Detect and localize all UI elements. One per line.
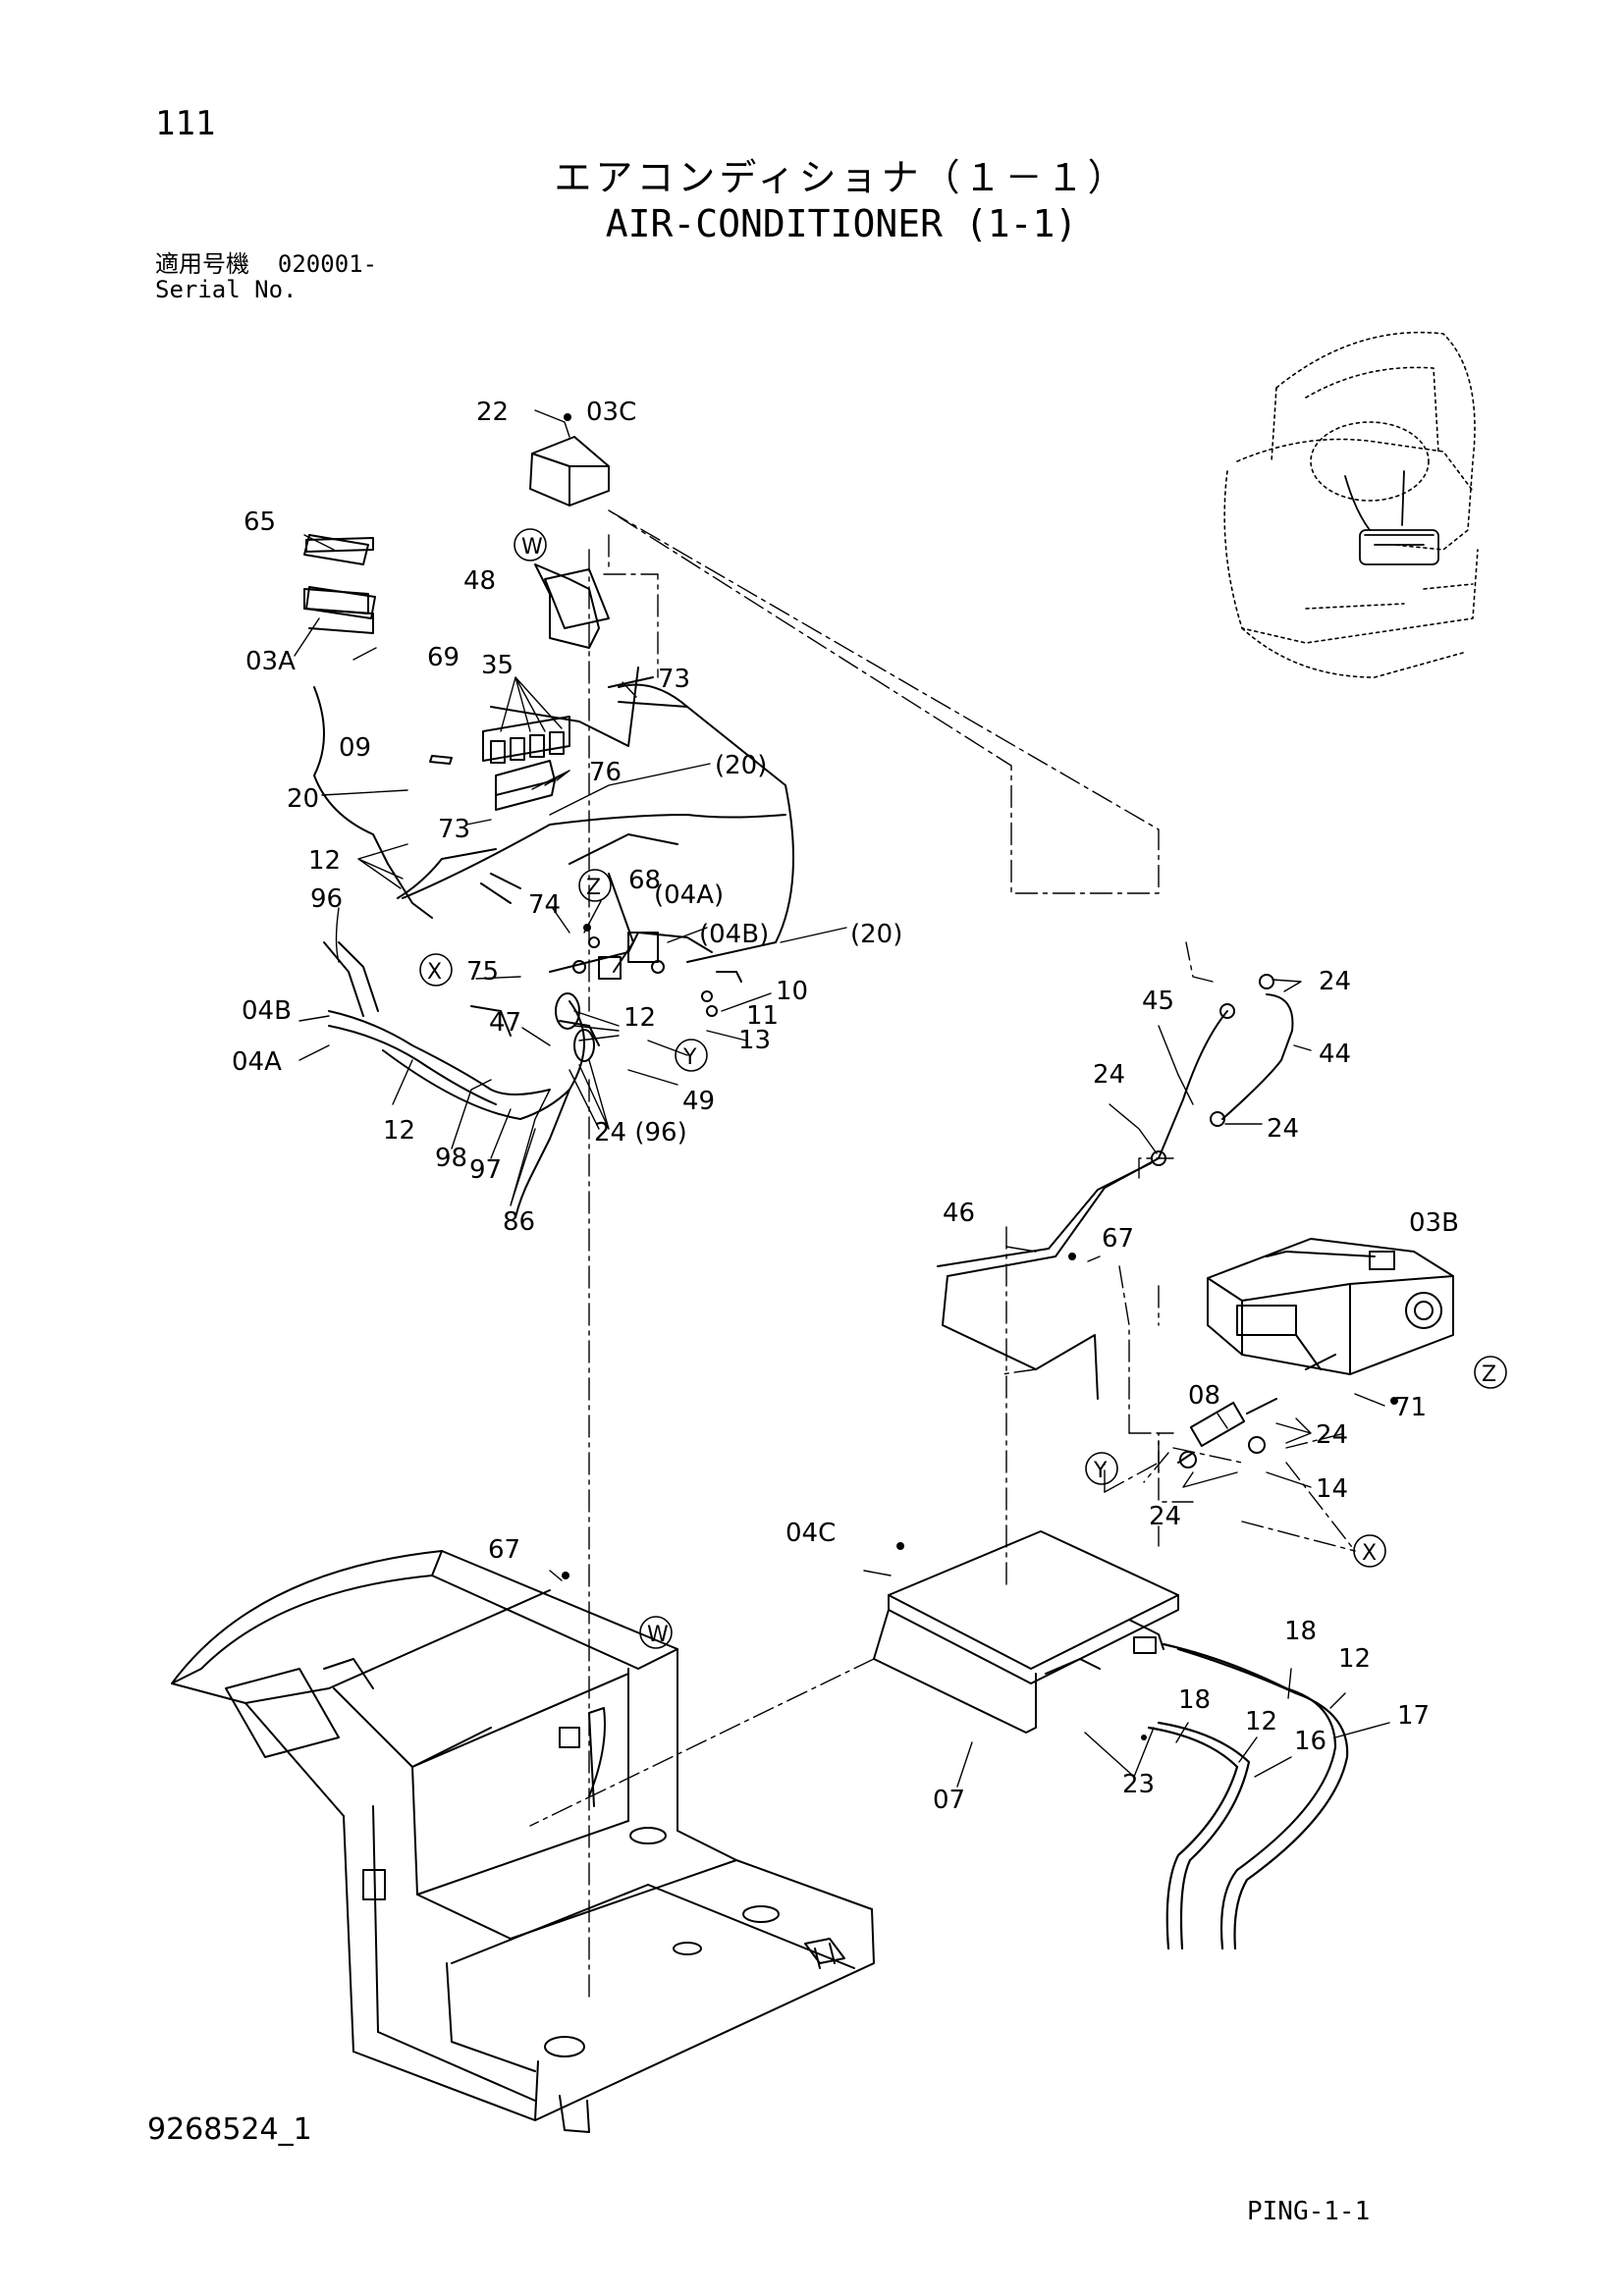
callout-20-right: (20)	[715, 751, 767, 780]
serial-value: 020001-	[277, 250, 378, 278]
callout-Y-low: Y	[1093, 1459, 1108, 1483]
callout-X-low: X	[1362, 1541, 1377, 1566]
duct-65-and-03a	[303, 537, 374, 634]
callout-12-mid: 12	[623, 1003, 656, 1033]
callout-Z-right: Z	[1482, 1362, 1496, 1387]
callout-07: 07	[933, 1786, 965, 1815]
callout-49: 49	[682, 1087, 715, 1116]
callout-10: 10	[776, 977, 808, 1006]
reference-circles	[419, 528, 1507, 1649]
callout-24-c: 24	[1267, 1114, 1299, 1144]
bracket-07	[873, 1530, 1179, 1734]
callout-20-left: 20	[287, 784, 319, 814]
callout-67-low: 67	[488, 1535, 520, 1565]
serial-label-english: Serial No.	[155, 276, 298, 303]
serial-label-japanese: 適用号機	[155, 250, 249, 278]
cab-floor-frame	[171, 1550, 875, 2133]
callout-12-low: 12	[383, 1116, 415, 1146]
callout-04B-paren: (04B)	[699, 920, 769, 949]
callout-75: 75	[466, 957, 499, 987]
callout-74: 74	[528, 890, 561, 920]
callout-Y-mid: Y	[682, 1045, 697, 1070]
callout-71: 71	[1394, 1393, 1427, 1422]
callout-12-upper: 12	[308, 846, 341, 876]
callout-04A-paren: (04A)	[654, 881, 724, 910]
callout-W-low: W	[647, 1623, 669, 1647]
callout-13: 13	[738, 1026, 771, 1055]
callout-labels: 22 03C W 65 48 03A 69 35 73 09 76 (20) 2…	[232, 398, 1496, 1815]
callout-16: 16	[1294, 1727, 1326, 1756]
drawing-code: 9268524_1	[147, 2112, 312, 2147]
callout-23: 23	[1122, 1770, 1155, 1799]
callout-98: 98	[435, 1144, 467, 1173]
callout-86: 86	[503, 1207, 535, 1237]
relay-base-76	[495, 760, 556, 811]
callout-04C: 04C	[785, 1519, 836, 1548]
page-title-english: AIR-CONDITIONER (1-1)	[605, 202, 1078, 245]
machine-inset-view	[1223, 331, 1479, 678]
harness-and-hoses	[303, 436, 794, 1218]
callout-09: 09	[339, 733, 371, 763]
callout-12-r1: 12	[1338, 1644, 1371, 1674]
sheet-code: PING-1-1	[1247, 2197, 1371, 2226]
callout-leaders	[294, 409, 1390, 1788]
valve-08	[1177, 1398, 1277, 1468]
callout-Z-mid: Z	[586, 876, 601, 900]
fuse-09	[429, 755, 453, 765]
callout-67-right: 67	[1102, 1224, 1134, 1254]
callout-03B: 03B	[1409, 1208, 1459, 1238]
dashed-assembly-lines	[529, 509, 1356, 2003]
callout-35: 35	[481, 651, 514, 680]
callout-08: 08	[1188, 1381, 1220, 1411]
callout-04B: 04B	[242, 996, 292, 1026]
callout-65: 65	[244, 507, 276, 537]
callout-04A: 04A	[232, 1047, 282, 1077]
callout-73-top: 73	[658, 665, 690, 694]
callout-96: 96	[310, 884, 343, 914]
bracket-48	[534, 563, 600, 649]
callout-68: 68	[628, 866, 661, 895]
callout-W-top: W	[521, 535, 543, 560]
callout-47: 47	[489, 1008, 521, 1038]
callout-17: 17	[1397, 1701, 1430, 1731]
callout-46: 46	[943, 1199, 975, 1228]
drain-hoses	[1147, 1642, 1349, 1950]
callout-18-b: 18	[1178, 1685, 1211, 1715]
callout-73-mid: 73	[438, 815, 470, 844]
callout-48: 48	[463, 566, 496, 596]
callout-03A: 03A	[245, 647, 296, 676]
serial-block: 適用号機 020001- Serial No.	[155, 251, 377, 302]
callout-45: 45	[1142, 987, 1174, 1016]
callout-44: 44	[1319, 1040, 1351, 1069]
ac-unit-03b	[1207, 1238, 1454, 1375]
callout-24-d: 24	[1316, 1420, 1348, 1450]
machine-inset-ac-unit	[1344, 470, 1439, 565]
callout-20-far: (20)	[850, 920, 902, 949]
callout-12-r2: 12	[1245, 1707, 1277, 1736]
callout-24-e: 24	[1149, 1502, 1181, 1531]
callout-24-b: 24	[1093, 1060, 1125, 1090]
callout-X-mid: X	[427, 960, 442, 985]
page-title-japanese: エアコンディショナ（１－１）	[554, 156, 1129, 199]
callout-22: 22	[476, 398, 509, 427]
callout-24-96: 24 (96)	[594, 1118, 687, 1148]
callout-97: 97	[469, 1155, 502, 1185]
callout-18-a: 18	[1284, 1617, 1317, 1646]
callout-14: 14	[1316, 1474, 1348, 1504]
callout-76: 76	[589, 758, 622, 787]
relays-35	[482, 716, 570, 764]
page-number: 111	[155, 104, 216, 143]
callout-03C: 03C	[586, 398, 636, 427]
callout-24-a: 24	[1319, 967, 1351, 996]
fastener-dots	[562, 413, 1398, 1740]
callout-69: 69	[427, 643, 460, 672]
callout-11: 11	[746, 1001, 779, 1031]
